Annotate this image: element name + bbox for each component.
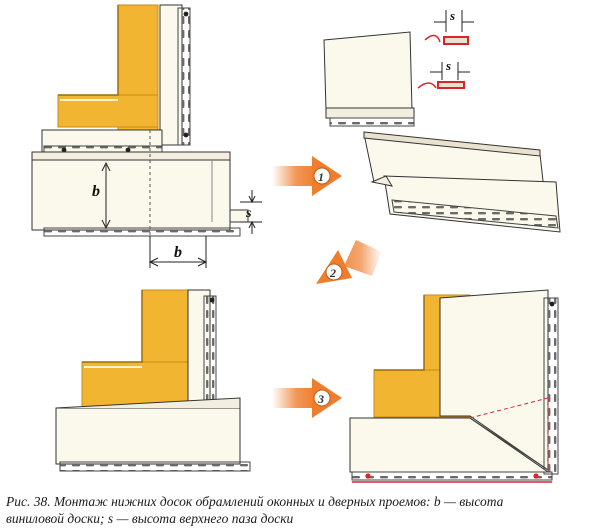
label-s-top: s bbox=[449, 8, 455, 23]
step-arrow-2: 2 bbox=[316, 240, 382, 284]
step-label-3: 3 bbox=[317, 392, 324, 406]
step-label-1: 1 bbox=[318, 170, 324, 184]
caption-line-2: виниловой доски; s — высота верхнего паз… bbox=[6, 511, 294, 526]
vinyl-board-d-vertical bbox=[439, 289, 549, 471]
panel-a-measure: b b s bbox=[31, 4, 262, 268]
panel-c-mounted bbox=[55, 289, 251, 472]
panel-b-cut: s s bbox=[323, 8, 561, 233]
step-label-2: 2 bbox=[329, 266, 336, 280]
installation-diagram: b b s s s bbox=[31, 4, 561, 483]
red-cut-piece-top bbox=[443, 36, 469, 45]
step-arrow-1: 1 bbox=[272, 156, 342, 196]
step-arrow-3: 3 bbox=[272, 378, 342, 418]
caption-line-1: Рис. 38. Монтаж нижних досок обрамлений … bbox=[6, 494, 504, 509]
label-s-mid: s bbox=[445, 58, 451, 73]
label-b-horizontal: b bbox=[174, 244, 182, 261]
board-piece-b1 bbox=[323, 31, 413, 111]
label-s-left: s bbox=[245, 206, 252, 221]
vinyl-board-a bbox=[31, 157, 231, 231]
red-cut-piece-mid bbox=[437, 81, 465, 89]
panel-d-mitered bbox=[349, 289, 559, 483]
vinyl-board-c bbox=[55, 407, 241, 465]
label-b-vertical: b bbox=[92, 183, 100, 200]
